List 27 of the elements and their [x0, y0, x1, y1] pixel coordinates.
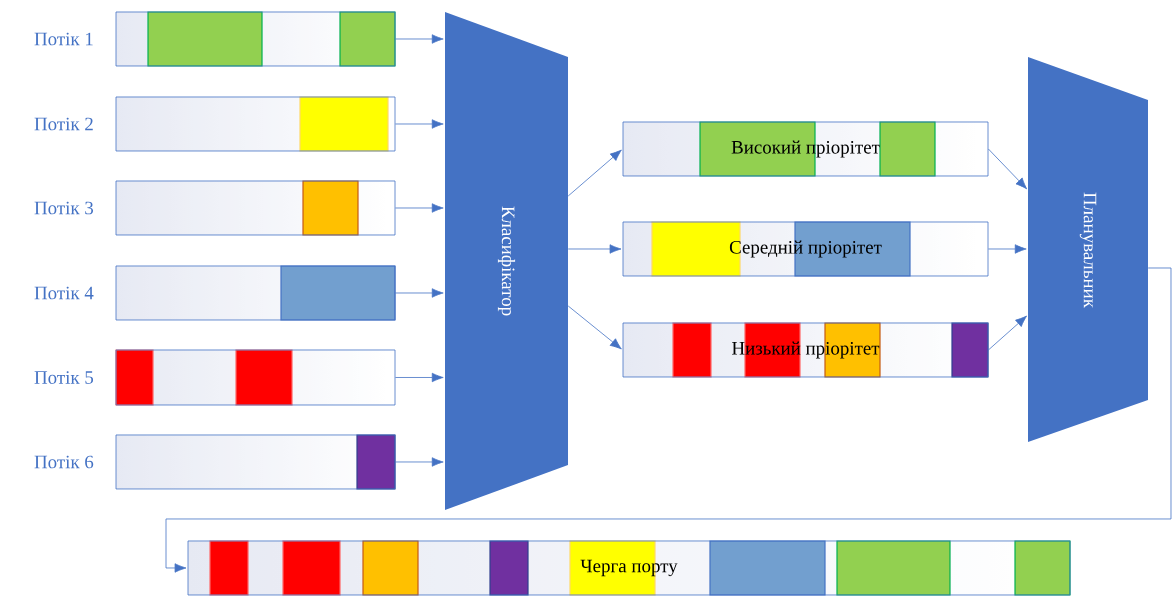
arrow [567, 149, 622, 197]
scheduler-trapezoid: Планувальник [1028, 57, 1148, 442]
queue-bar [115, 265, 396, 321]
arrow [165, 267, 1172, 573]
arrow [567, 305, 622, 350]
queue-bar [115, 349, 396, 406]
stream-label: Потік 5 [34, 371, 94, 384]
stream-label: Потік 6 [34, 455, 94, 469]
stream-label: Потік 2 [34, 117, 93, 131]
arrow [395, 34, 444, 44]
stream-label: Потік 3 [34, 201, 94, 215]
arrow [395, 203, 444, 213]
queue-bar [115, 96, 396, 152]
stream-label: Потік 1 [34, 32, 93, 46]
queue-bar [115, 434, 396, 490]
arrow [395, 288, 444, 298]
queue-bar [115, 11, 396, 67]
classifier-trapezoid: Класифікатор [445, 12, 568, 510]
arrow [988, 148, 1028, 190]
arrow [988, 315, 1027, 351]
arrow [395, 457, 444, 467]
arrow [988, 244, 1027, 254]
queue-bar [115, 180, 396, 236]
arrow [395, 372, 444, 383]
stream-label: Потік 4 [34, 286, 94, 300]
arrow [395, 119, 444, 129]
arrow [567, 244, 622, 254]
